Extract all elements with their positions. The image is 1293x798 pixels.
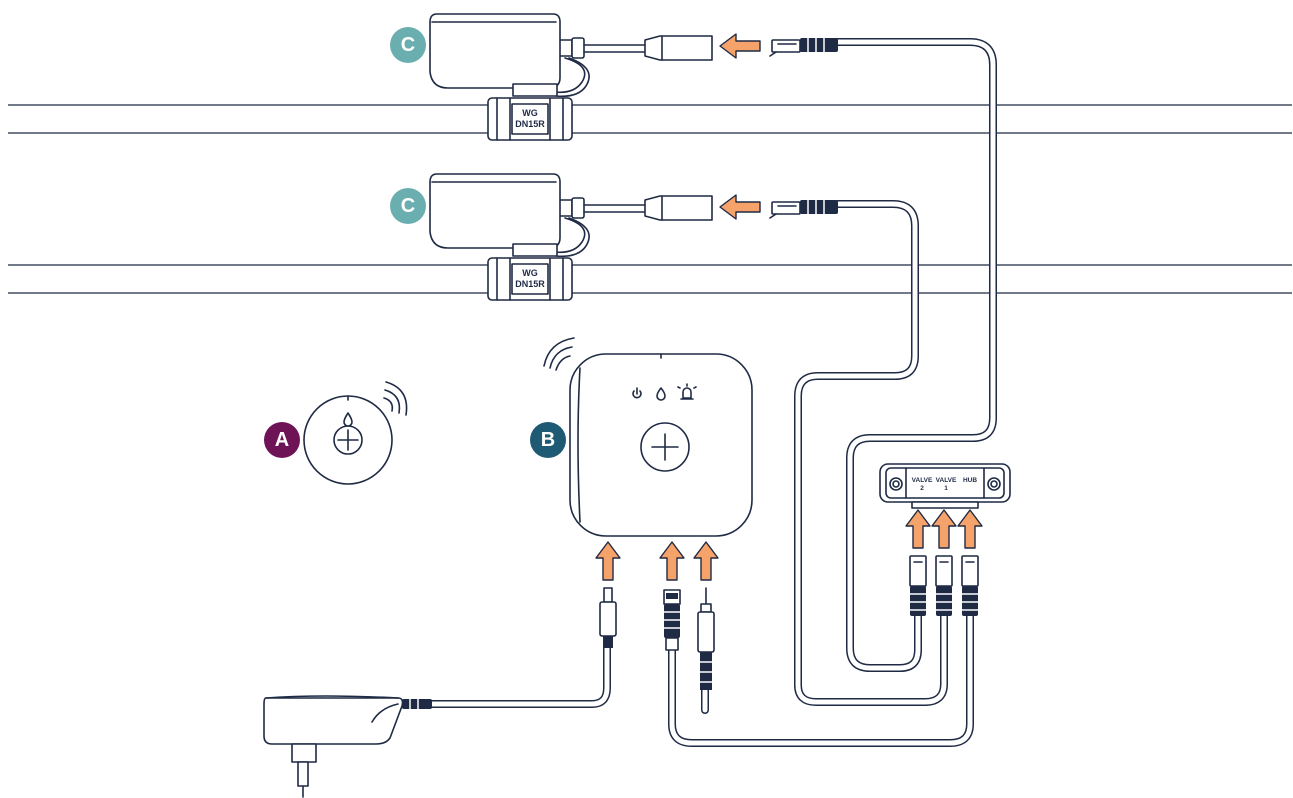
rj-plug-port-valve1 xyxy=(935,555,953,616)
water-drop-icon xyxy=(656,387,666,401)
wifi-waves-icon xyxy=(543,337,575,371)
cable-hub xyxy=(668,611,974,747)
rj-plug-port-hub xyxy=(961,555,979,616)
arrow-up-port-valve1 xyxy=(931,509,957,549)
svg-text:B: B xyxy=(541,429,555,451)
port-label-valve2-top: VALVE xyxy=(912,477,933,484)
arrow-up-port-hub xyxy=(957,509,983,549)
arrow-up-rj xyxy=(659,541,685,581)
port-label-valve1-bottom: 1 xyxy=(944,485,948,492)
dc-plug xyxy=(599,587,617,648)
arrow-up-audio xyxy=(693,541,719,581)
arrow-left-valve-top xyxy=(719,33,761,59)
rj-plug-valve-bottom xyxy=(769,200,838,219)
arrow-up-port-valve2 xyxy=(905,509,931,549)
badge-c-bottom: C xyxy=(390,188,426,224)
leak-sensor xyxy=(303,381,408,485)
port-label-hub: HUB xyxy=(963,477,977,484)
valve-bottom-label-1: WG xyxy=(522,268,538,278)
valve-actuator-bottom: WG DN15R xyxy=(429,173,713,301)
valve-top-label-1: WG xyxy=(522,108,538,118)
port-label-valve1-top: VALVE xyxy=(936,477,957,484)
badge-b: B xyxy=(530,422,566,458)
svg-text:C: C xyxy=(401,195,415,217)
rj-plug-port-valve2 xyxy=(909,555,927,616)
power-icon xyxy=(632,387,642,399)
pipes xyxy=(8,104,1292,294)
rj-plug-valve-top xyxy=(769,38,838,57)
power-adapter xyxy=(263,695,432,798)
badge-c-top: C xyxy=(390,27,426,63)
alarm-light-icon xyxy=(677,383,697,400)
cable-power xyxy=(426,644,611,708)
hub xyxy=(543,337,753,537)
water-drop-icon xyxy=(343,412,353,427)
svg-text:C: C xyxy=(401,34,415,56)
valve-bottom-label-2: DN15R xyxy=(515,279,545,289)
port-label-valve2-bottom: 2 xyxy=(920,485,924,492)
wifi-waves-icon xyxy=(383,381,408,416)
badge-a: A xyxy=(264,422,300,458)
valve-actuator-top: WG DN15R xyxy=(429,13,713,141)
cable-valve-bottom xyxy=(794,200,948,706)
cables xyxy=(426,38,997,747)
audio-jack-plug xyxy=(697,587,715,690)
rj-plug-hub xyxy=(663,589,681,651)
arrow-left-valve-bottom xyxy=(719,194,761,220)
valve-top-label-2: DN15R xyxy=(515,119,545,129)
arrow-up-power xyxy=(595,541,621,581)
svg-text:A: A xyxy=(275,429,289,451)
port-bar: VALVE 2 VALVE 1 HUB xyxy=(879,463,1011,509)
